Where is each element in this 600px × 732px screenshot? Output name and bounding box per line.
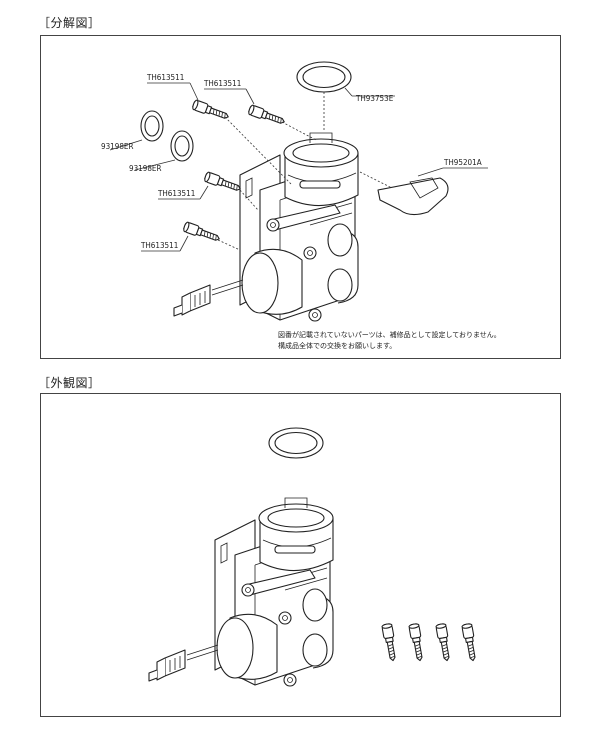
parts-note-line-2: 構成品全体での交換をお願いします。 [278, 342, 397, 350]
exterior-valve-body [148, 497, 334, 687]
screw-1 [191, 99, 231, 123]
exploded-valve-body [173, 132, 359, 322]
o-ring-2 [170, 130, 194, 162]
exterior-screw-set [381, 622, 479, 662]
label-ring-1: 93198ER [101, 142, 133, 151]
label-ring-top: TH93753E [355, 94, 394, 103]
label-screw-3: TH613511 [157, 189, 195, 198]
exploded-view-title: ［分解図］ [38, 16, 101, 30]
screw-3 [203, 171, 243, 195]
label-screw-4: TH613511 [140, 241, 178, 250]
o-ring-top [296, 61, 352, 93]
label-screw-1: TH613511 [146, 73, 184, 82]
parts-note-line-1: 図番が記載されていないパーツは、補修品として設定しておりません。 [278, 331, 501, 339]
o-ring-1 [140, 110, 164, 142]
screw-4 [182, 221, 222, 245]
label-ring-2: 93198ER [129, 164, 161, 173]
label-clip: TH95201A [443, 158, 482, 167]
parts-note: 図番が記載されていないパーツは、補修品として設定しておりません。 構成品全体での… [278, 330, 553, 352]
screw-2 [247, 104, 287, 128]
exterior-o-ring [268, 427, 324, 459]
label-screw-2: TH613511 [203, 79, 241, 88]
clip [377, 177, 449, 216]
exterior-view-title: ［外観図］ [38, 376, 101, 390]
